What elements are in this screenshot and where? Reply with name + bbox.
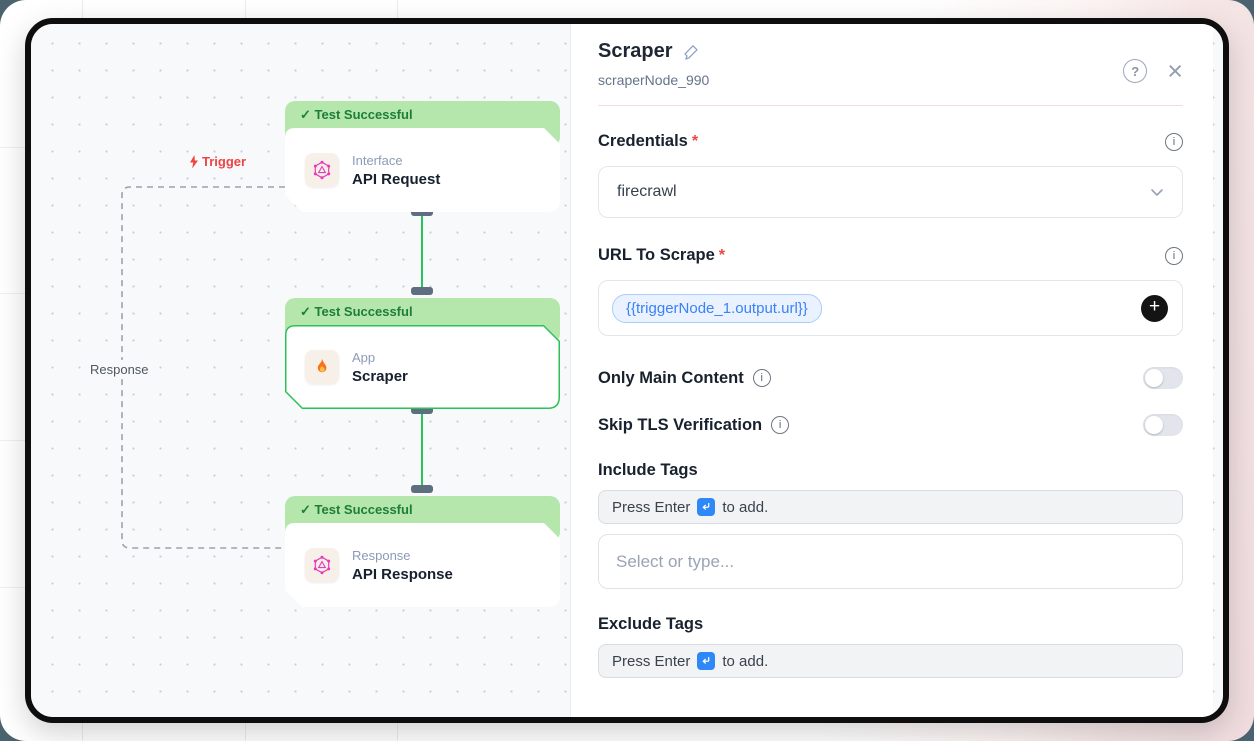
include-tags-input[interactable] [598, 534, 1183, 589]
node-title: API Response [352, 565, 453, 583]
variable-chip[interactable]: {{triggerNode_1.output.url}} [612, 293, 822, 323]
info-icon[interactable]: i [1165, 246, 1183, 265]
include-tags-hint: Press Enter to add. [598, 490, 1183, 524]
panel-header: Scraper scraperNode_990 ? × [598, 40, 1183, 88]
url-to-scrape-input[interactable]: {{triggerNode_1.output.url}} + [598, 280, 1183, 336]
skip-tls-verification-toggle[interactable] [1143, 414, 1183, 436]
workflow-editor-window: Trigger Response ✓ Test Successful [25, 18, 1229, 723]
close-icon[interactable]: × [1167, 56, 1183, 86]
required-asterisk: * [718, 247, 725, 264]
node-type-label: Response [352, 547, 411, 563]
response-edge-label: Response [85, 360, 154, 379]
toggle-knob [1145, 416, 1163, 434]
node-api-response[interactable]: ✓ Test Successful Response API Response [285, 496, 560, 607]
chevron-down-icon [1151, 188, 1163, 196]
node-card[interactable]: Response API Response [285, 523, 560, 607]
panel-title: Scraper [598, 40, 673, 62]
edit-pencil-icon[interactable] [682, 43, 700, 61]
node-settings-panel: Scraper scraperNode_990 ? × Credentials*… [570, 24, 1213, 717]
enter-key-icon [697, 652, 716, 670]
node-title: API Request [352, 170, 441, 188]
node-scraper[interactable]: ✓ Test Successful App Scraper [285, 298, 560, 409]
help-icon[interactable]: ? [1123, 59, 1148, 83]
input-port[interactable] [411, 287, 433, 295]
node-api-request[interactable]: ✓ Test Successful Interface API Request [285, 101, 560, 212]
exclude-tags-label: Exclude Tags [598, 615, 704, 633]
check-icon: ✓ [300, 107, 311, 122]
required-asterisk: * [691, 133, 699, 150]
node-id-label: scraperNode_990 [598, 72, 710, 88]
enter-key-icon [697, 498, 716, 516]
node-title: Scraper [352, 367, 408, 385]
node-card[interactable]: Interface API Request [285, 128, 560, 212]
credentials-select[interactable]: firecrawl [598, 166, 1183, 218]
check-icon: ✓ [300, 304, 311, 319]
info-icon[interactable]: i [1165, 132, 1183, 151]
credentials-value: firecrawl [617, 183, 677, 200]
trigger-edge-label: Trigger [189, 154, 246, 169]
credentials-label: Credentials [598, 132, 688, 150]
only-main-content-toggle[interactable] [1143, 367, 1183, 389]
node-type-label: App [352, 349, 376, 365]
lightning-bolt-icon [190, 154, 198, 168]
toggle-knob [1145, 369, 1163, 387]
node-type-label: Interface [352, 152, 403, 168]
api-hexagon-icon [305, 153, 339, 187]
selection-outline [285, 325, 560, 409]
input-port[interactable] [411, 485, 433, 493]
add-variable-button[interactable]: + [1141, 294, 1168, 322]
check-icon: ✓ [300, 502, 311, 517]
exclude-tags-hint: Press Enter to add. [598, 644, 1183, 678]
api-hexagon-icon [305, 548, 339, 582]
header-divider [598, 105, 1183, 106]
info-icon[interactable]: i [752, 369, 771, 387]
url-to-scrape-label: URL To Scrape [598, 246, 715, 264]
include-tags-label: Include Tags [598, 461, 698, 479]
node-card-selected[interactable]: App Scraper [285, 325, 560, 409]
skip-tls-verification-label: Skip TLS Verification [598, 415, 763, 434]
info-icon[interactable]: i [771, 416, 790, 434]
flame-icon [305, 350, 339, 384]
only-main-content-label: Only Main Content [598, 368, 744, 387]
